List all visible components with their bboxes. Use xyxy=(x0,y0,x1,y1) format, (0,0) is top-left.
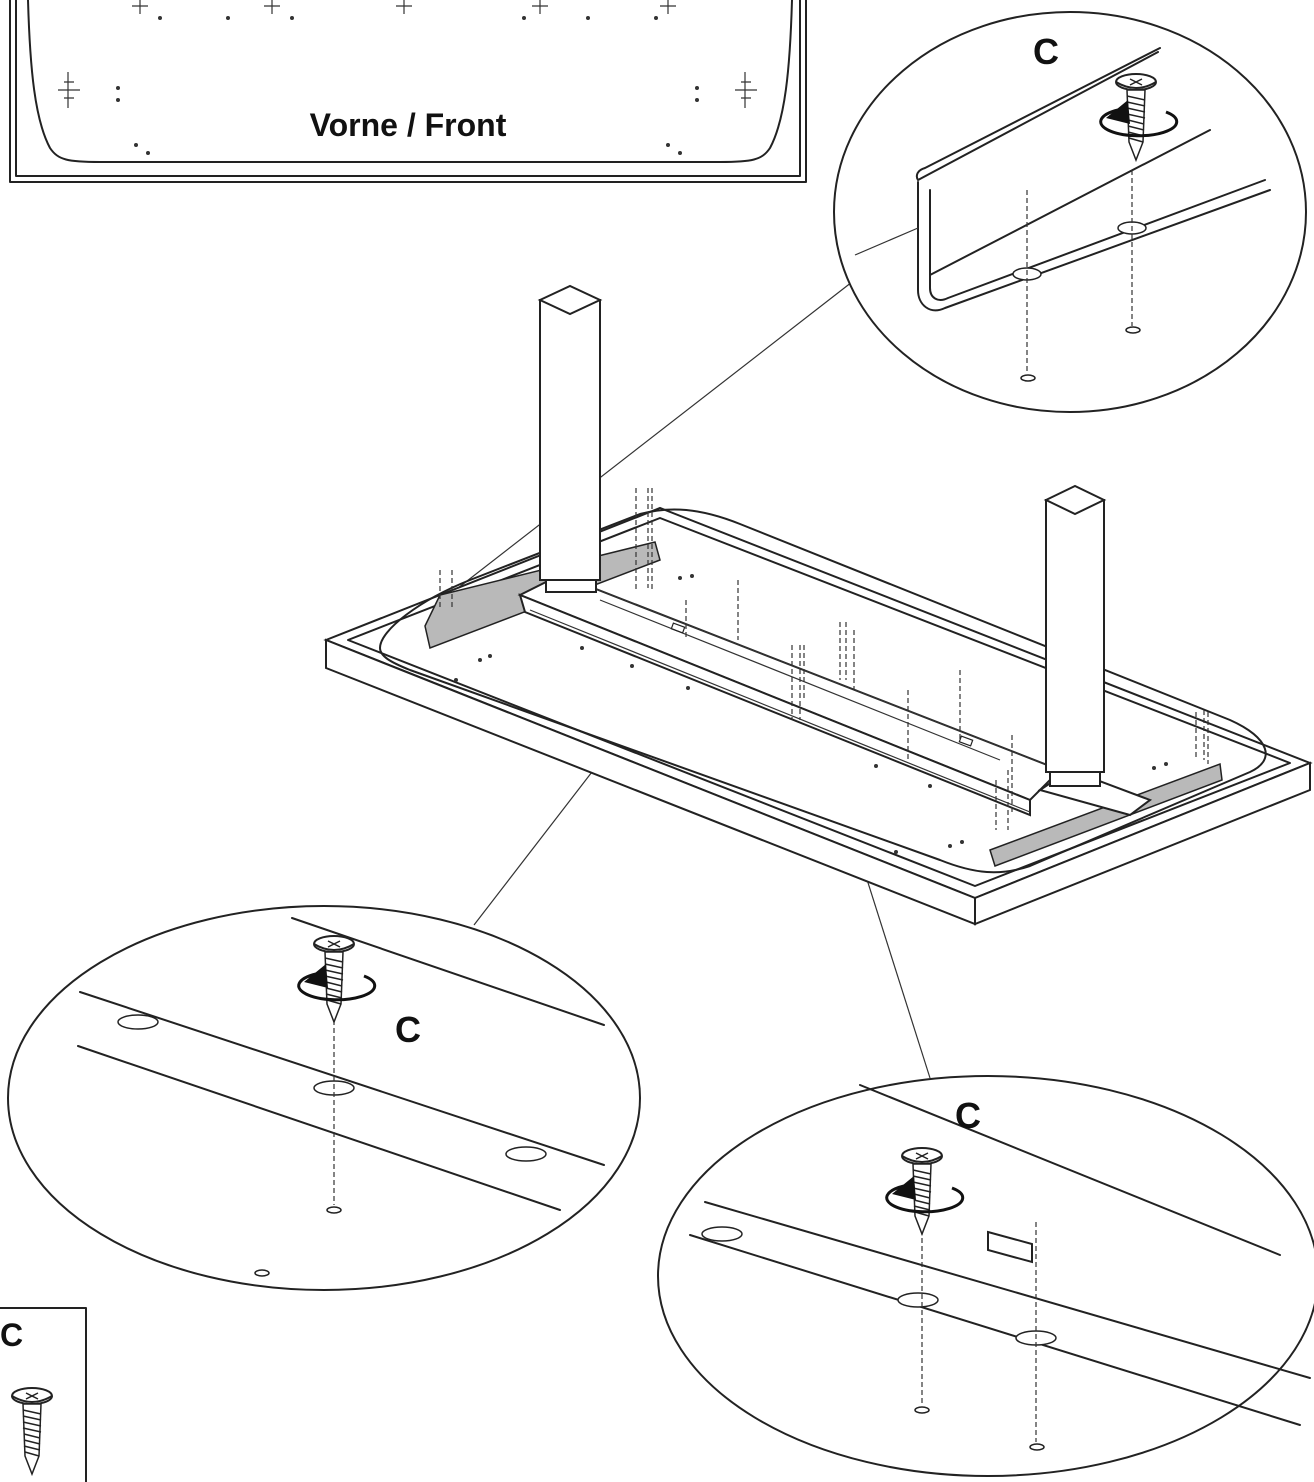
desk-assembly xyxy=(323,284,1313,926)
front-label: Vorne / Front xyxy=(310,107,507,143)
callout-label: C xyxy=(955,1095,981,1136)
callout-bottom-right: C xyxy=(657,1075,1314,1477)
callout-top-right: C xyxy=(833,11,1307,413)
screw-icon xyxy=(11,1387,53,1475)
parts-label: C xyxy=(0,1317,23,1353)
parts-box: C xyxy=(0,1307,87,1482)
callout-bottom-left: C xyxy=(7,905,641,1291)
callout-label: C xyxy=(1033,31,1059,72)
callout-label: C xyxy=(395,1009,421,1050)
table-top-view: Vorne / Front xyxy=(9,0,807,183)
